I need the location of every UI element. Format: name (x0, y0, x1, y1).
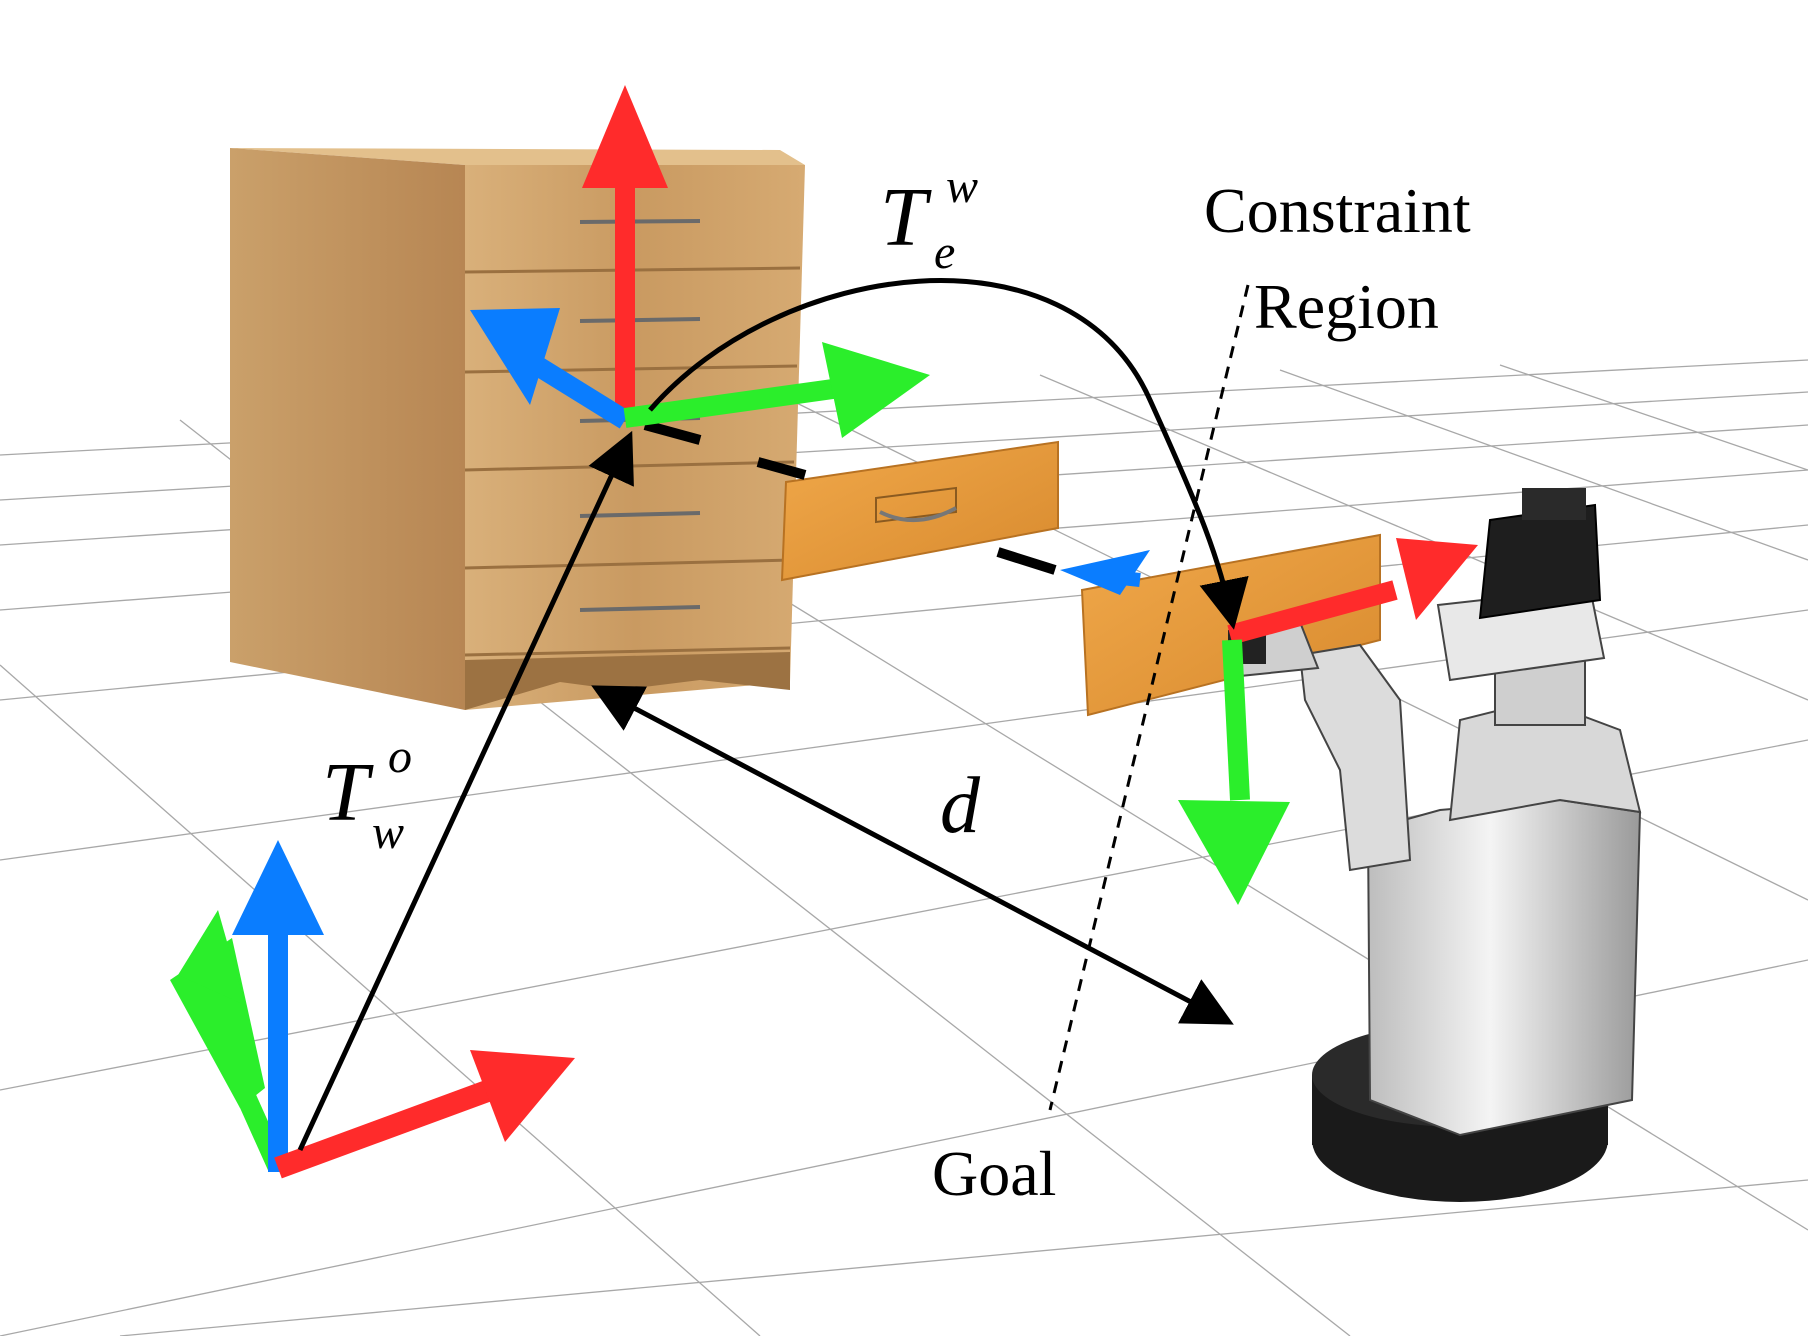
label-T-e-w: T w e (880, 160, 978, 279)
svg-text:o: o (388, 730, 412, 783)
robot-icon (1228, 488, 1642, 1202)
label-goal: Goal (932, 1138, 1056, 1209)
label-constraint: Constraint (1204, 175, 1471, 246)
constraint-region-line (1048, 284, 1250, 1111)
dresser-icon (230, 148, 805, 710)
svg-text:e: e (934, 226, 955, 279)
label-T-w-o: T o w (322, 730, 412, 859)
distance-arrow (591, 685, 1234, 1025)
transform-arc-object-to-goal (648, 278, 1249, 630)
coordinate-frame-icon (470, 85, 930, 438)
svg-text:w: w (372, 806, 404, 859)
svg-text:T: T (880, 171, 932, 264)
svg-text:T: T (322, 746, 374, 839)
svg-text:w: w (946, 160, 978, 213)
drawer-intermediate (780, 440, 1059, 582)
transform-arrow-world-to-object (297, 430, 634, 1152)
label-region: Region (1254, 271, 1439, 342)
drawer-trajectory (643, 420, 1057, 575)
label-distance: d (940, 762, 981, 850)
coordinate-frame-icon (170, 840, 575, 1179)
